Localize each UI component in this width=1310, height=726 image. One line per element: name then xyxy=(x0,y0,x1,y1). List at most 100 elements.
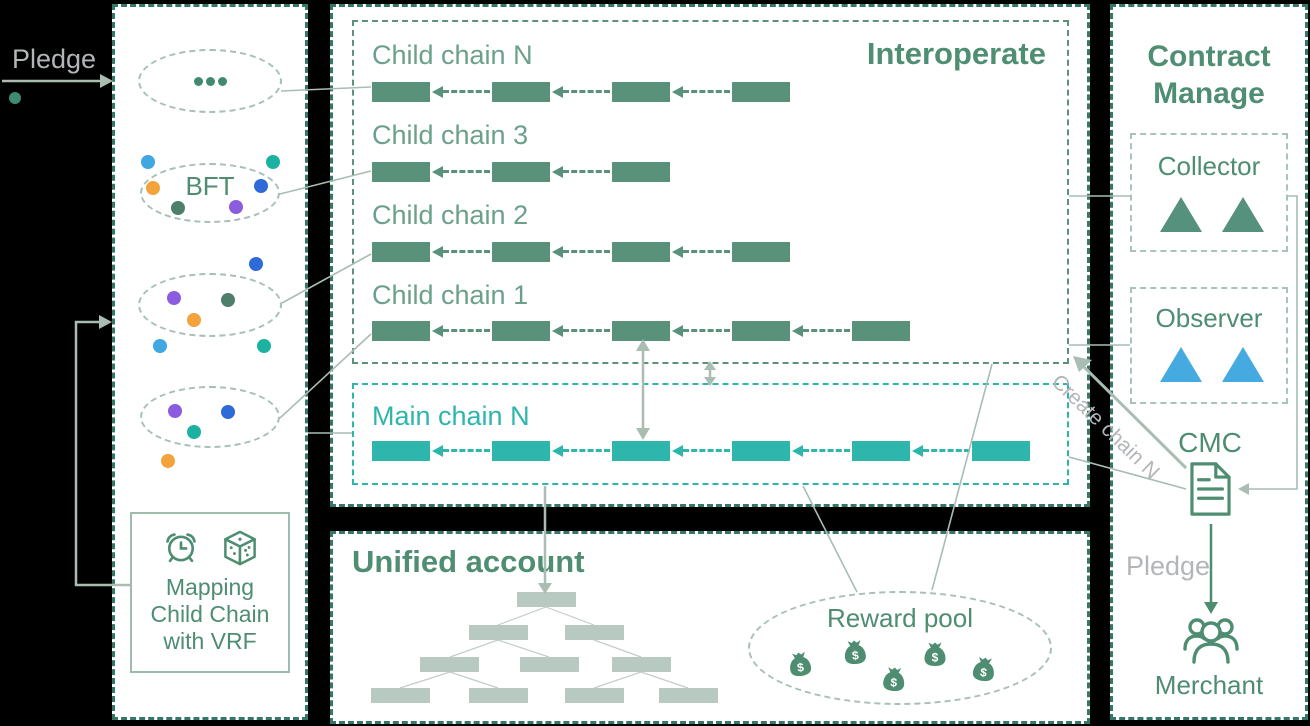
chain-block xyxy=(612,162,670,182)
block-link-arrowhead xyxy=(672,445,683,457)
interoperate-title: Interoperate xyxy=(866,36,1046,71)
node-dot xyxy=(153,339,167,353)
chain-row-label: Child chain 2 xyxy=(372,200,529,230)
chain-row-label: Child chain 1 xyxy=(372,280,529,310)
mapping-vrf-label: Mapping Child Chain with VRF xyxy=(134,574,286,655)
block-link-dash xyxy=(803,329,850,332)
chain-block xyxy=(732,82,790,102)
mapping-line-3: with VRF xyxy=(163,628,257,654)
chain-block xyxy=(372,82,430,102)
node-dot xyxy=(161,454,175,468)
unified-account-title: Unified account xyxy=(352,544,585,579)
account-tree-node xyxy=(420,657,479,672)
block-link-arrowhead xyxy=(552,325,563,337)
pledge-arrow xyxy=(2,74,113,88)
block-link-arrowhead xyxy=(552,246,563,258)
node-cluster-bft xyxy=(140,163,280,223)
account-tree-leaf xyxy=(371,688,430,703)
money-bag-icon xyxy=(882,666,906,692)
chain-block xyxy=(612,441,670,461)
observer-label: Observer xyxy=(1155,303,1263,333)
block-link-arrowhead xyxy=(792,325,803,337)
chain-block xyxy=(372,162,430,182)
chain-block xyxy=(492,242,550,262)
ellipsis-dot xyxy=(218,77,227,86)
money-bag-icon xyxy=(843,639,867,665)
pledge-left-label: Pledge xyxy=(12,44,97,74)
money-bag-icon xyxy=(971,656,996,683)
block-link-dash xyxy=(443,90,490,93)
chain-row-label: Child chain 3 xyxy=(372,120,529,150)
chain-block xyxy=(612,242,670,262)
account-tree-node xyxy=(520,657,579,672)
chain-row-label: Child chain N xyxy=(372,40,533,70)
chain-block xyxy=(372,242,430,262)
chain-block xyxy=(612,321,670,341)
chain-block xyxy=(612,82,670,102)
node-dot xyxy=(266,155,280,169)
account-tree-node xyxy=(565,625,624,640)
chain-block xyxy=(732,242,790,262)
mapping-vrf-box xyxy=(130,512,290,673)
block-link-dash xyxy=(443,449,490,452)
chain-block xyxy=(732,321,790,341)
reward-pool-label: Reward pool xyxy=(827,603,973,633)
node-dot xyxy=(187,313,201,327)
block-link-arrowhead xyxy=(432,246,443,258)
block-link-dash xyxy=(683,329,730,332)
chain-block xyxy=(852,441,910,461)
block-link-arrowhead xyxy=(432,86,443,98)
chain-block xyxy=(492,441,550,461)
chain-block xyxy=(972,441,1030,461)
node-cluster-3 xyxy=(138,273,282,337)
node-dot xyxy=(187,425,201,439)
node-cluster-4 xyxy=(140,386,280,448)
ellipsis-dot xyxy=(206,77,215,86)
node-dot xyxy=(249,257,263,271)
cmc-contract-document-icon xyxy=(1190,462,1231,516)
alarm-clock-icon xyxy=(166,533,196,563)
block-link-arrowhead xyxy=(552,445,563,457)
block-link-arrowhead xyxy=(432,325,443,337)
account-tree-leaf xyxy=(659,688,718,703)
observer-node-triangle xyxy=(1222,347,1264,382)
contract-manage-title: Contract Manage xyxy=(1147,40,1271,110)
block-link-arrowhead xyxy=(672,86,683,98)
node-dot xyxy=(257,339,271,353)
block-link-dash xyxy=(563,250,610,253)
pledge-right-label: Pledge xyxy=(1126,551,1211,581)
block-link-dash xyxy=(683,449,730,452)
node-cluster-more xyxy=(138,49,282,113)
observer-node-triangle xyxy=(1160,347,1202,382)
chain-block xyxy=(492,82,550,102)
mapping-line-2: Child Chain xyxy=(150,601,270,627)
block-link-dash xyxy=(563,329,610,332)
node-dot xyxy=(141,155,155,169)
account-tree-node xyxy=(469,625,528,640)
block-link-arrowhead xyxy=(912,445,923,457)
node-dot xyxy=(221,293,235,307)
block-link-dash xyxy=(443,329,490,332)
node-dot xyxy=(167,291,181,305)
chain-block xyxy=(492,321,550,341)
collector-box xyxy=(1130,133,1288,252)
account-tree-leaf xyxy=(469,688,528,703)
node-dot xyxy=(221,405,235,419)
block-link-arrowhead xyxy=(552,166,563,178)
money-bag-icon xyxy=(924,642,946,666)
bft-label: BFT xyxy=(185,171,235,201)
main-chain-box xyxy=(352,383,1069,485)
block-link-dash xyxy=(683,250,730,253)
collector-node-triangle xyxy=(1160,197,1202,232)
block-link-arrowhead xyxy=(672,325,683,337)
collector-label: Collector xyxy=(1157,151,1261,181)
account-tree-node xyxy=(612,657,671,672)
block-link-dash xyxy=(563,449,610,452)
block-link-dash xyxy=(563,170,610,173)
cmc-label: CMC xyxy=(1178,427,1242,458)
ellipsis-dot xyxy=(194,77,203,86)
chain-block xyxy=(492,162,550,182)
reward-pool-ellipse xyxy=(748,591,1052,705)
block-link-arrowhead xyxy=(792,445,803,457)
